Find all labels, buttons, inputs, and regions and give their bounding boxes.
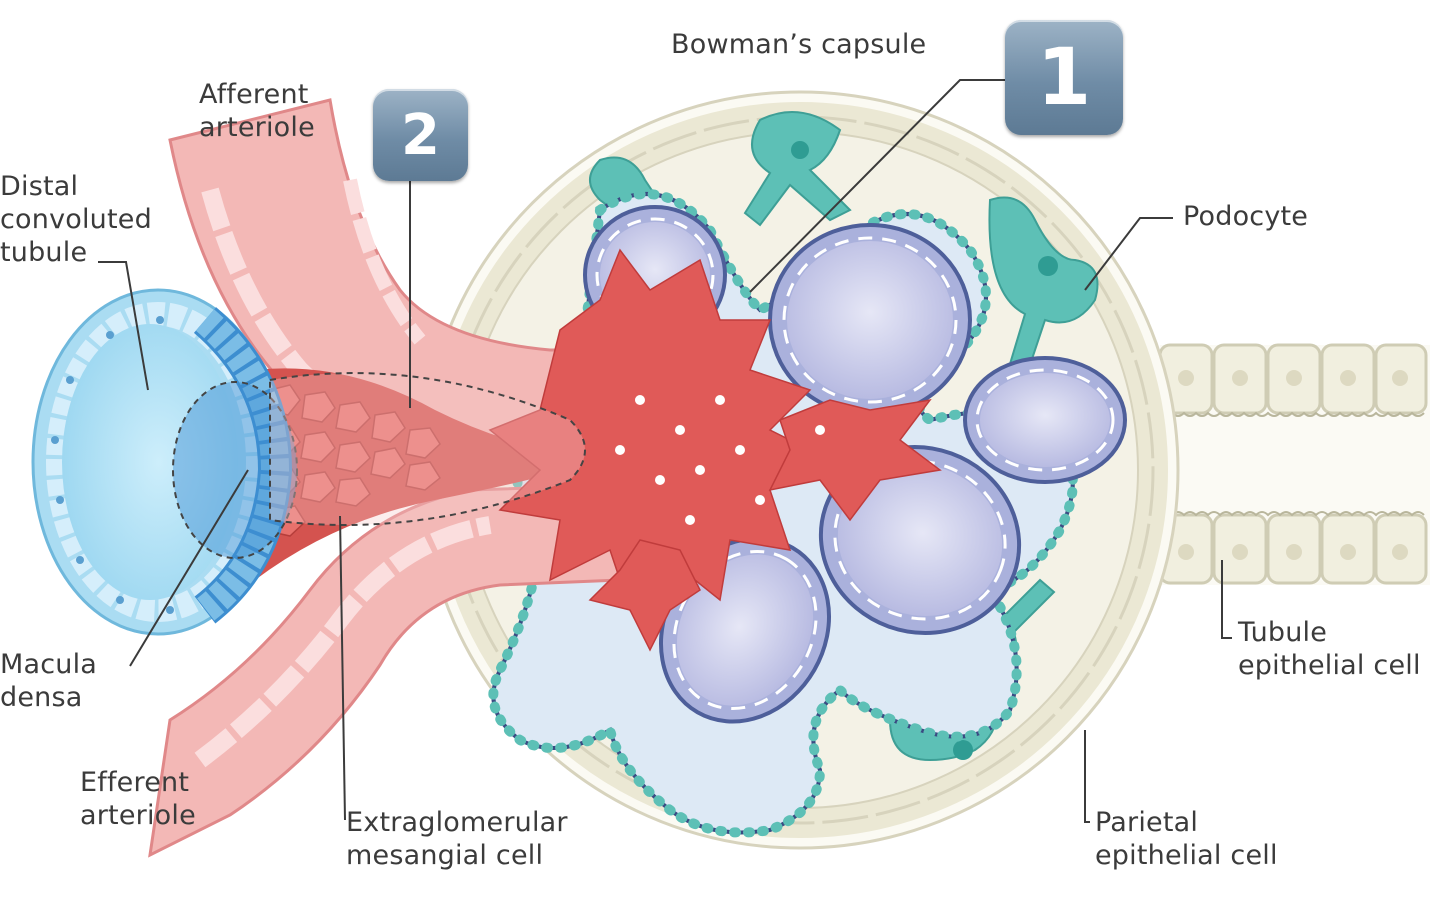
badge-2: 2 <box>373 89 468 181</box>
label-parietal-epithelial-cell: Parietal epithelial cell <box>1095 807 1278 871</box>
label-macula-densa: Macula densa <box>0 649 98 713</box>
label-bowmans-capsule: Bowman’s capsule <box>671 29 927 60</box>
label-distal-convoluted-tubule: Distal convoluted tubule <box>0 171 152 268</box>
leader-lines <box>98 79 1232 823</box>
distal-tubule-shape <box>31 288 298 636</box>
label-tubule-epithelial-cell: Tubule epithelial cell <box>1238 617 1421 681</box>
badge-1: 1 <box>1005 20 1123 135</box>
extraglomerular-mesangium-shape <box>255 368 605 580</box>
mesangial-cells <box>488 248 942 652</box>
juxtaglomerular-outline <box>269 372 586 526</box>
label-afferent-arteriole: Afferent arteriole <box>199 79 315 143</box>
label-extraglomerular-mesangial-cell: Extraglomerular mesangial cell <box>346 807 568 871</box>
proximal-tubule <box>1158 343 1430 585</box>
label-efferent-arteriole: Efferent arteriole <box>80 767 196 831</box>
label-podocyte: Podocyte <box>1183 201 1309 232</box>
